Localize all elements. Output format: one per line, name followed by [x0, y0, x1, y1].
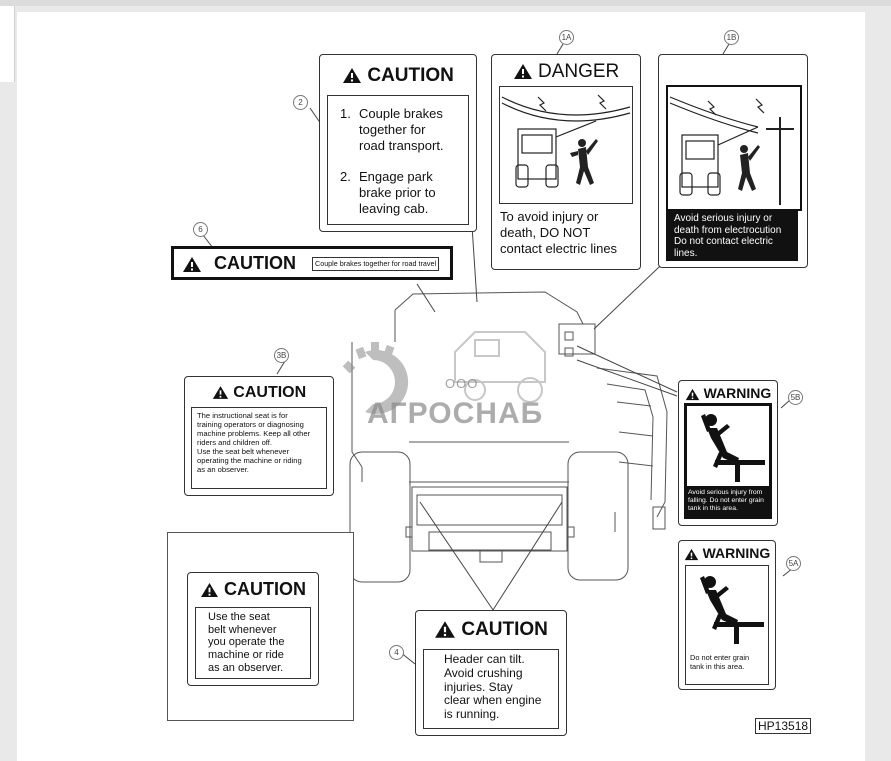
- warning-triangle-icon: [201, 583, 218, 598]
- power-line-icon: [669, 96, 794, 205]
- callout-1b: 1B: [724, 30, 739, 45]
- warning-triangle-icon: [685, 388, 699, 400]
- label-3b-caution-seat: CAUTION The instructional seat is for tr…: [184, 376, 334, 496]
- falling-person-pictogram: [687, 406, 769, 486]
- label-4-text: Header can tilt. Avoid crushing injuries…: [444, 652, 542, 722]
- diagram-sheet: 1A 1B 2 6 3B 3A 4 5B 5A CAUTION 1. Coupl…: [17, 12, 865, 761]
- label-6-header: CAUTION: [214, 253, 296, 273]
- combine-drawing: [202, 43, 794, 665]
- agrosnab-logo-watermark: [342, 331, 546, 414]
- label-2-item2-number: 2.: [340, 169, 351, 184]
- label-6-text: Couple brakes together for road travel: [312, 257, 440, 271]
- label-5b-header: WARNING: [703, 385, 772, 401]
- label-1b-electrocution: Avoid serious injury or death from elect…: [658, 54, 808, 268]
- callout-4: 4: [389, 645, 404, 660]
- callout-2: 2: [293, 95, 308, 110]
- watermark-company: ООО: [445, 376, 479, 391]
- label-5a-header: WARNING: [702, 545, 771, 561]
- label-3a-caution-seatbelt: CAUTION Use the seat belt whenever you o…: [187, 572, 319, 686]
- label-1a-text: To avoid injury or death, DO NOT contact…: [500, 209, 618, 256]
- electrocution-pictogram: [499, 86, 633, 204]
- label-2-item2-text: Engage park brake prior to leaving cab.: [359, 169, 436, 216]
- callout-5a: 5A: [786, 556, 801, 571]
- label-1a-danger-electric: DANGER: [491, 54, 641, 270]
- callout-1a: 1A: [559, 30, 574, 45]
- callout-3b: 3B: [274, 348, 289, 363]
- falling-person-icon: [700, 576, 764, 644]
- label-4-caution-header: CAUTION Header can tilt. Avoid crushing …: [415, 610, 567, 736]
- label-2-caution-brakes: CAUTION 1. Couple brakes together for ro…: [319, 54, 477, 232]
- callout-6: 6: [193, 222, 208, 237]
- falling-person-icon: [701, 414, 765, 482]
- warning-triangle-icon: [183, 257, 201, 272]
- warning-triangle-icon: [343, 68, 362, 84]
- label-3a-text: Use the seat belt whenever you operate t…: [208, 611, 285, 674]
- label-5b-warning-falling: WARNING Avoid serious injury from falli: [678, 380, 778, 526]
- label-1b-text: Avoid serious injury or death from elect…: [674, 213, 782, 259]
- label-5a-warning-grain-tank: WARNING Do not enter grain tank in this …: [678, 540, 776, 690]
- label-5a-text: Do not enter grain tank in this area.: [690, 653, 750, 671]
- label-1a-header: DANGER: [537, 61, 620, 82]
- label-3b-header: CAUTION: [233, 384, 307, 401]
- warning-triangle-icon: [435, 621, 455, 639]
- figure-id: HP13518: [755, 718, 812, 734]
- warning-triangle-icon: [212, 386, 228, 400]
- watermark-brand: АГРОСНАБ: [367, 397, 544, 430]
- label-3b-text: The instructional seat is for training o…: [197, 411, 311, 474]
- label-2-header: CAUTION: [367, 65, 454, 86]
- callout-5b: 5B: [788, 390, 803, 405]
- label-5b-text: Avoid serious injury from falling. Do no…: [688, 489, 764, 512]
- top-bar: [0, 0, 891, 6]
- warning-triangle-icon: [684, 548, 698, 560]
- label-6-caution-strip: CAUTION Couple brakes together for road …: [171, 246, 453, 280]
- power-line-icon: [501, 94, 631, 188]
- warning-triangle-icon: [513, 64, 532, 80]
- label-4-header: CAUTION: [461, 619, 548, 640]
- label-3a-header: CAUTION: [224, 579, 306, 599]
- left-panel-edge: [0, 6, 15, 82]
- electrocution-pictogram-1b: [666, 85, 802, 211]
- label-2-item1-text: Couple brakes together for road transpor…: [359, 106, 444, 153]
- label-2-item1-number: 1.: [340, 106, 351, 121]
